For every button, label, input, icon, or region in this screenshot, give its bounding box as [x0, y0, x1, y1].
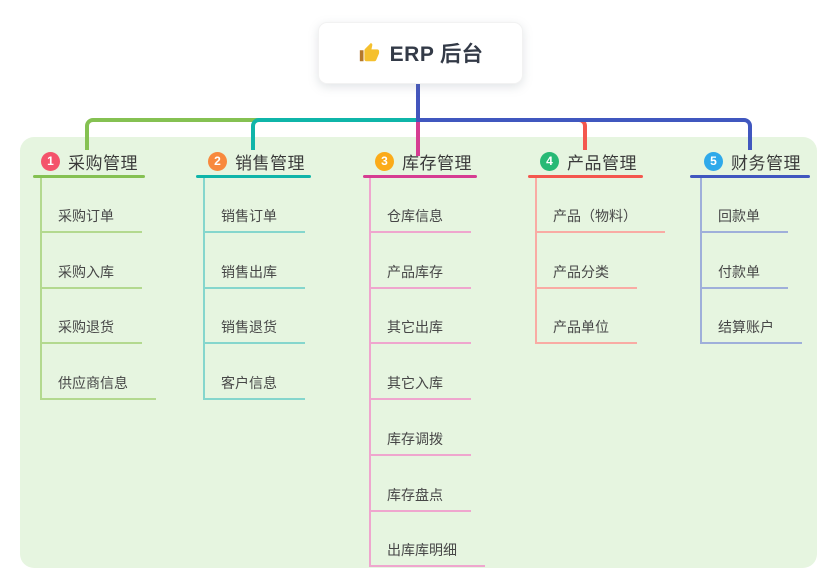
root-node[interactable]: ERP 后台: [318, 22, 523, 84]
child-node[interactable]: 供应商信息: [40, 374, 156, 401]
child-node[interactable]: 仓库信息: [369, 207, 471, 233]
connector-branch-2: [251, 118, 416, 150]
child-node[interactable]: 销售退货: [203, 318, 305, 345]
child-node[interactable]: 销售出库: [203, 263, 305, 289]
connector-branch-3: [416, 122, 420, 156]
child-node[interactable]: 采购退货: [40, 318, 142, 345]
child-node[interactable]: 产品（物料）: [535, 207, 665, 233]
branch-node-5[interactable]: 5 财务管理: [704, 147, 801, 175]
branch-children-line: [535, 178, 537, 343]
child-node[interactable]: 库存盘点: [369, 486, 471, 512]
branch-node-1[interactable]: 1 采购管理: [41, 147, 138, 175]
branch-number-badge: 4: [540, 151, 559, 171]
connector-branch-5: [420, 118, 752, 150]
branch-number-badge: 2: [208, 151, 227, 171]
branch-underline: [363, 175, 477, 178]
branch-title: 采购管理: [68, 153, 138, 173]
child-node[interactable]: 采购订单: [40, 207, 142, 233]
child-node[interactable]: 付款单: [700, 263, 788, 289]
child-node[interactable]: 结算账户: [700, 318, 802, 345]
branch-number-badge: 1: [41, 151, 60, 171]
branch-title: 销售管理: [235, 153, 305, 173]
branch-number-badge: 5: [704, 151, 723, 171]
branch-underline: [196, 175, 311, 178]
branches-panel: [20, 137, 817, 568]
thumbs-up-icon: [359, 42, 379, 62]
child-node[interactable]: 库存调拨: [369, 430, 471, 456]
child-node[interactable]: 采购入库: [40, 263, 142, 289]
branch-underline: [528, 175, 643, 178]
branch-node-4[interactable]: 4 产品管理: [540, 147, 637, 175]
branch-number-badge: 3: [375, 151, 394, 171]
child-node[interactable]: 回款单: [700, 207, 788, 233]
branch-children-line: [369, 178, 371, 566]
child-node[interactable]: 销售订单: [203, 207, 305, 233]
branch-title: 产品管理: [567, 153, 637, 173]
child-node[interactable]: 其它出库: [369, 318, 471, 345]
branch-node-2[interactable]: 2 销售管理: [208, 147, 305, 175]
child-node[interactable]: 出库库明细: [369, 541, 485, 568]
child-node[interactable]: 产品单位: [535, 318, 637, 345]
child-node[interactable]: 客户信息: [203, 374, 305, 401]
child-node[interactable]: 其它入库: [369, 374, 471, 401]
root-stem-line: [416, 82, 420, 122]
child-node[interactable]: 产品分类: [535, 263, 637, 289]
branch-underline: [690, 175, 810, 178]
root-label: ERP 后台: [389, 43, 484, 66]
connector-branch-1: [85, 118, 416, 150]
child-node[interactable]: 产品库存: [369, 263, 471, 289]
branch-title: 财务管理: [731, 153, 801, 173]
branch-node-3[interactable]: 3 库存管理: [375, 147, 472, 175]
branch-underline: [33, 175, 145, 178]
branch-title: 库存管理: [402, 153, 472, 173]
branch-children-line: [700, 178, 702, 343]
